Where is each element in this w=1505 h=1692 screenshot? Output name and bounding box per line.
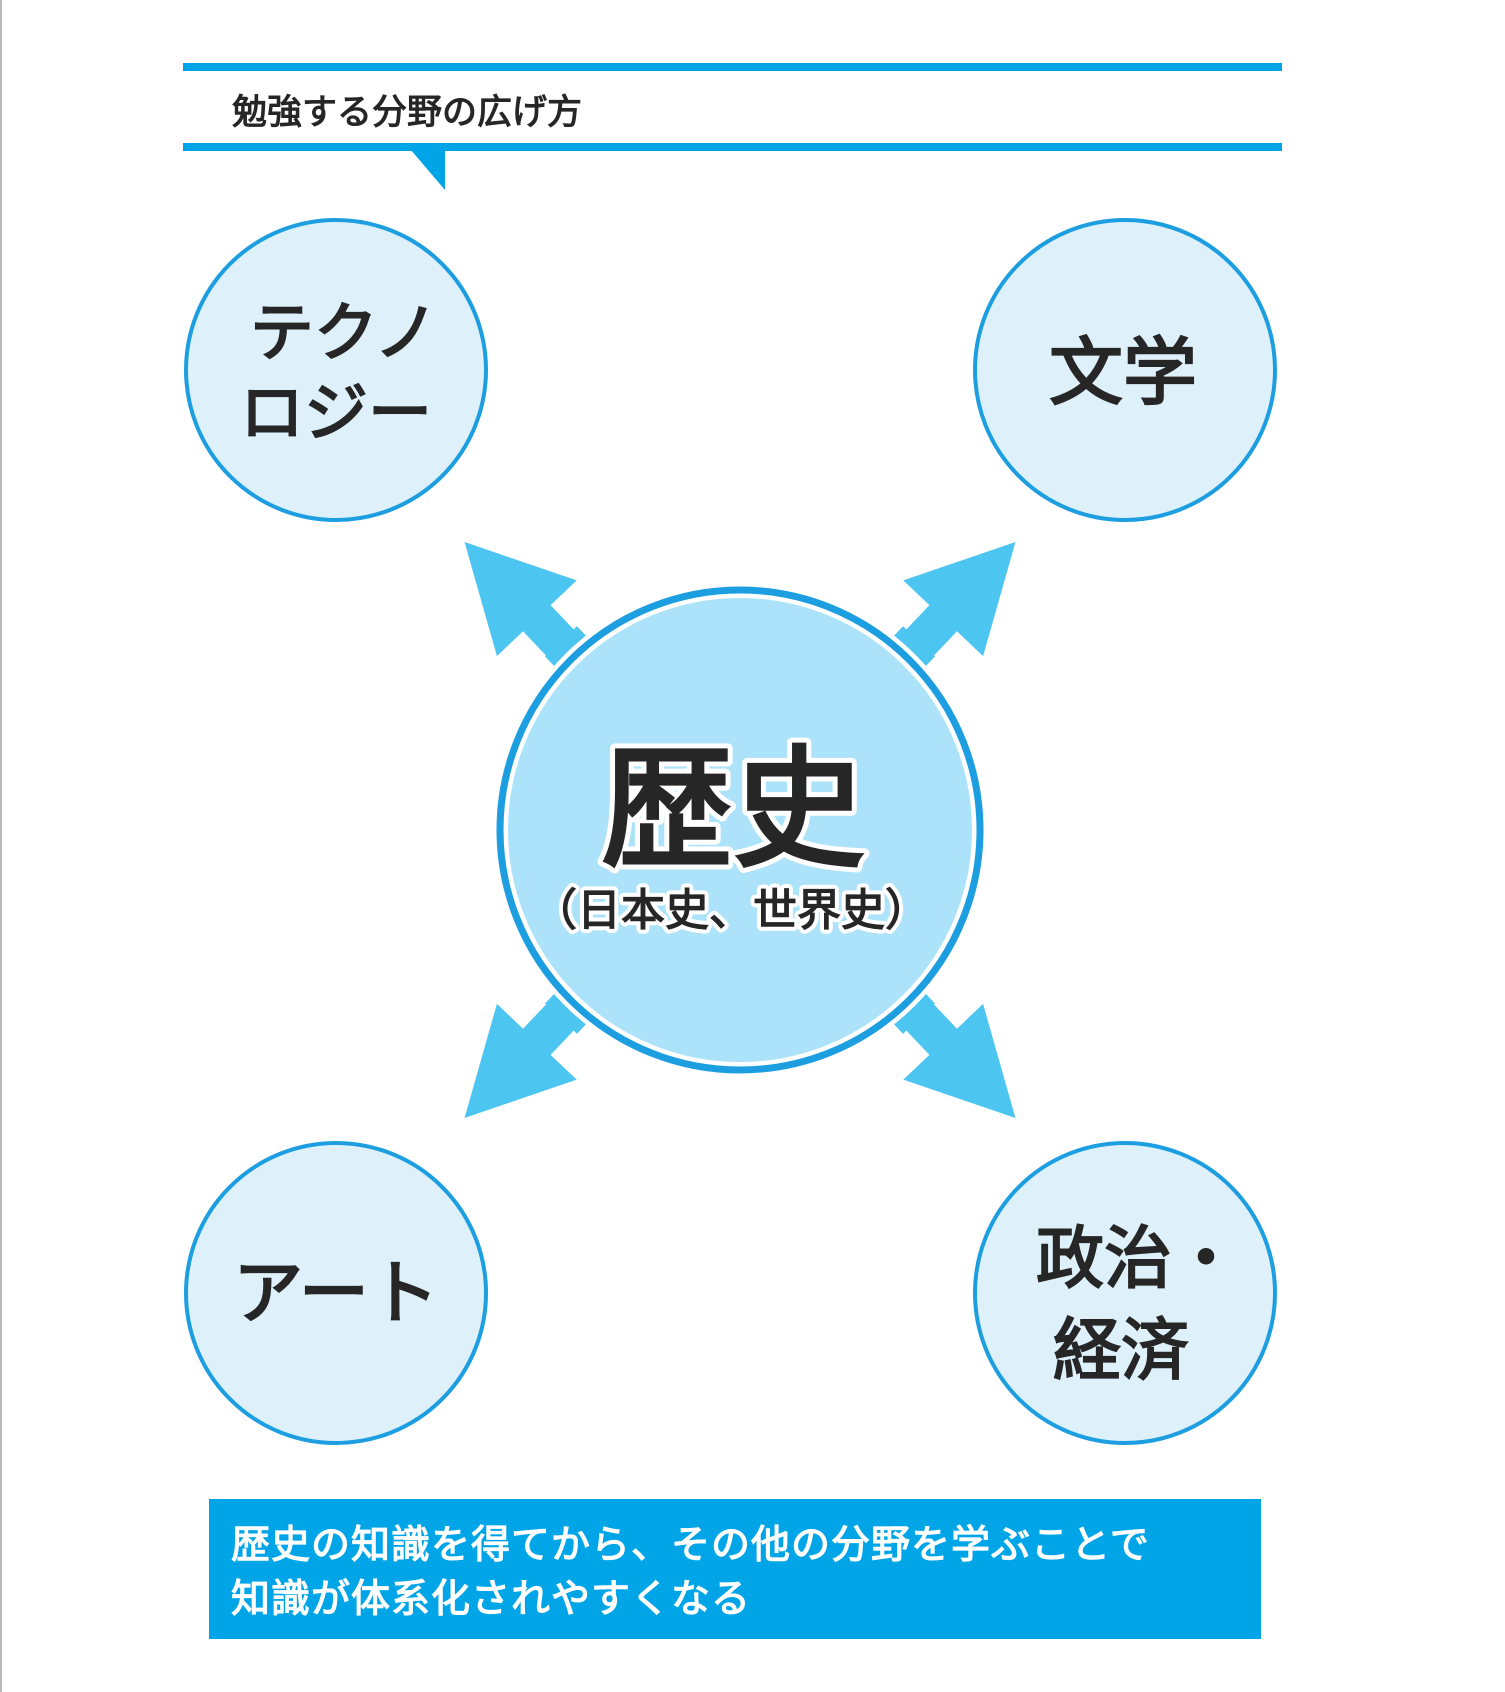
node-technology-label-line1: テクノ bbox=[250, 297, 438, 371]
node-literature-label: 文学 bbox=[1049, 330, 1197, 416]
header-title: 勉強する分野の広げ方 bbox=[232, 93, 582, 133]
summary-note-line1: 歴史の知識を得てから、その他の分野を学ぶことで bbox=[231, 1523, 1150, 1568]
node-technology: テクノ ロジー bbox=[184, 218, 488, 522]
summary-note-line2: 知識が体系化されやすくなる bbox=[231, 1577, 752, 1622]
node-politics-circle bbox=[973, 1141, 1277, 1445]
header-top-rule bbox=[183, 63, 1282, 71]
node-art-circle bbox=[184, 1141, 488, 1445]
node-art-label: アート bbox=[233, 1252, 439, 1334]
node-politics: 政治・ 経済 bbox=[973, 1141, 1277, 1445]
node-politics-label-line1: 政治・ bbox=[1036, 1220, 1240, 1299]
node-politics-label-line2: 経済 bbox=[1053, 1312, 1190, 1391]
header-banner: 勉強する分野の広げ方 bbox=[183, 63, 1282, 190]
center-subtitle: （日本史、世界史） bbox=[533, 885, 929, 936]
center-title: 歴史 bbox=[601, 733, 865, 887]
page-edge-line bbox=[0, 0, 2, 1692]
header-bottom-rule bbox=[183, 143, 1282, 151]
node-technology-circle bbox=[184, 218, 488, 522]
node-technology-label-line2: ロジー bbox=[240, 377, 432, 451]
node-literature: 文学 bbox=[973, 218, 1277, 522]
header-pointer bbox=[405, 143, 445, 190]
node-art: アート bbox=[184, 1141, 488, 1445]
node-literature-circle bbox=[973, 218, 1277, 522]
node-history-circle bbox=[496, 586, 984, 1074]
summary-note: 歴史の知識を得てから、その他の分野を学ぶことで 知識が体系化されやすくなる bbox=[209, 1499, 1261, 1639]
node-history: 歴史 （日本史、世界史） bbox=[492, 582, 988, 1078]
